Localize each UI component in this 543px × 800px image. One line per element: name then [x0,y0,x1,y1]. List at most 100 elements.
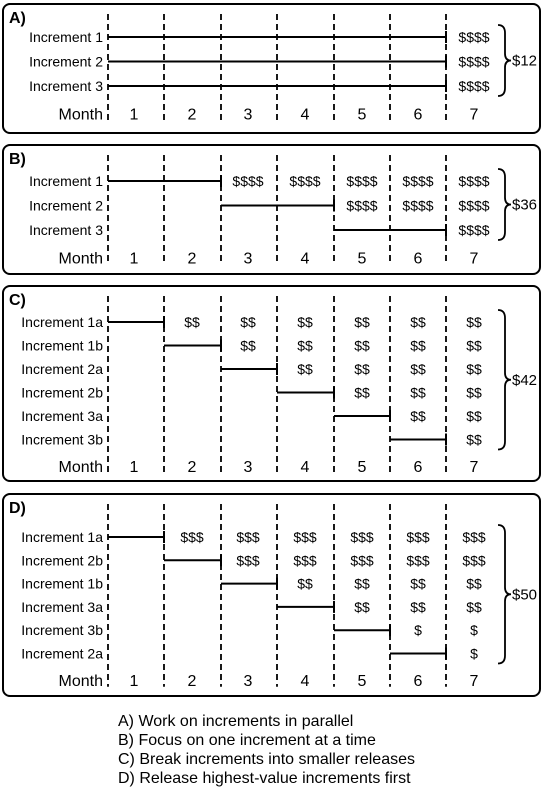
value-marker: $$$ [462,552,486,568]
month-axis-label: Month [59,459,103,476]
value-marker: $$ [354,314,370,330]
value-marker: $$ [354,361,370,377]
month-number: 2 [188,107,197,124]
increment-label: Increment 1a [21,529,103,545]
month-number: 6 [414,459,423,476]
month-number: 1 [130,107,139,124]
value-marker: $$ [466,338,482,354]
value-marker: $$ [466,314,482,330]
value-marker: $$ [354,385,370,401]
month-number: 2 [188,673,197,690]
value-marker: $$ [410,385,426,401]
value-marker: $$$$ [458,29,489,45]
value-marker: $$$$ [458,198,489,214]
panel-total: $36 [512,197,537,214]
month-number: 1 [130,673,139,690]
value-marker: $$ [240,314,256,330]
panel-title: C) [9,292,26,309]
month-number: 6 [414,251,423,268]
month-axis-label: Month [59,673,103,690]
panel-total: $12 [512,53,537,70]
panel-title: A) [9,10,26,27]
panel-box [2,3,541,134]
value-marker: $$ [466,432,482,448]
curly-brace [497,309,512,451]
panel-box [2,493,541,697]
value-marker: $$$ [236,552,260,568]
legend-item-b: B) Focus on one increment at a time [118,732,376,749]
value-marker: $ [470,646,478,662]
value-marker: $$ [297,576,313,592]
month-number: 3 [244,459,253,476]
value-marker: $$ [354,338,370,354]
increment-label: Increment 1 [29,29,103,45]
panel-title: B) [9,151,26,168]
value-marker: $$$$ [346,198,377,214]
value-marker: $$ [466,408,482,424]
month-number: 7 [470,107,479,124]
value-marker: $$ [297,361,313,377]
value-marker: $$$ [350,552,374,568]
month-number: 5 [358,107,367,124]
increment-label: Increment 1b [21,338,103,354]
increment-label: Increment 2a [21,646,103,662]
curly-brace [497,24,512,97]
value-marker: $$ [410,408,426,424]
legend-item-c: C) Break increments into smaller release… [118,751,415,768]
value-marker: $$$$ [232,173,263,189]
value-marker: $$ [466,361,482,377]
month-number: 3 [244,673,253,690]
value-marker: $$$ [293,529,317,545]
value-marker: $$ [354,576,370,592]
value-marker: $$$$ [458,54,489,70]
value-marker: $$ [297,314,313,330]
value-marker: $$ [410,599,426,615]
value-marker: $$$ [180,529,204,545]
value-marker: $$$$ [289,173,320,189]
month-number: 3 [244,251,253,268]
month-number: 3 [244,107,253,124]
legend-item-a: A) Work on increments in parallel [118,713,354,730]
month-number: 2 [188,459,197,476]
curly-brace [497,168,512,241]
increment-label: Increment 3 [29,222,103,238]
month-number: 5 [358,251,367,268]
value-marker: $$ [240,338,256,354]
value-marker: $ [414,622,422,638]
value-marker: $$$ [462,529,486,545]
value-marker: $$$ [350,529,374,545]
value-marker: $$ [354,599,370,615]
value-marker: $$$$ [458,78,489,94]
increment-label: Increment 3b [21,432,103,448]
value-marker: $$ [410,314,426,330]
increment-label: Increment 2a [21,361,103,377]
month-number: 7 [470,251,479,268]
value-marker: $$$ [293,552,317,568]
month-axis-label: Month [59,251,103,268]
legend-item-d: D) Release highest-value increments firs… [118,770,411,787]
panel-total: $50 [512,586,537,603]
value-marker: $$ [410,361,426,377]
panel-title: D) [9,500,26,517]
month-number: 6 [414,673,423,690]
value-marker: $$$$ [458,222,489,238]
month-number: 5 [358,459,367,476]
month-number: 4 [301,459,310,476]
panel-box [2,144,541,275]
increment-label: Increment 2 [29,198,103,214]
value-marker: $$$$ [346,173,377,189]
month-number: 4 [301,673,310,690]
increment-label: Increment 2b [21,385,103,401]
value-marker: $$$$ [402,173,433,189]
month-number: 7 [470,459,479,476]
month-number: 4 [301,107,310,124]
month-number: 2 [188,251,197,268]
increment-label: Increment 3 [29,78,103,94]
panel-box [2,285,541,482]
increment-label: Increment 3a [21,599,103,615]
increment-label: Increment 1b [21,576,103,592]
month-number: 4 [301,251,310,268]
legend: A) Work on increments in parallel B) Foc… [118,712,538,788]
value-marker: $$ [466,599,482,615]
value-marker: $$$ [406,552,430,568]
